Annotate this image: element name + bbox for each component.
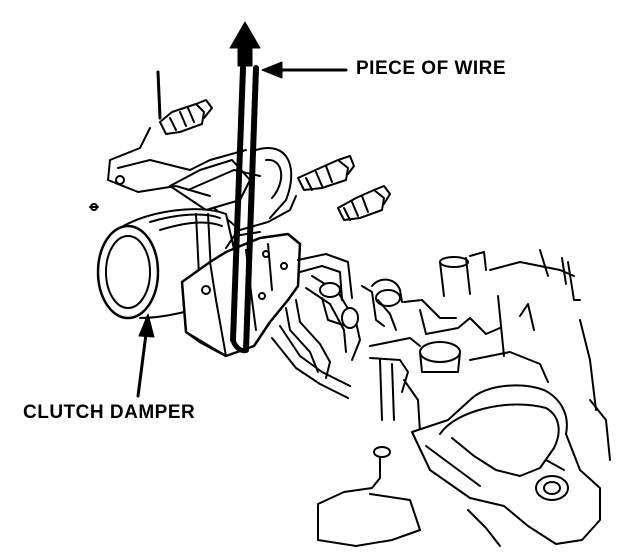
- transmission-mount: [317, 384, 611, 547]
- bolt-upper-left: [159, 99, 213, 135]
- bolt-upper-right: [297, 155, 355, 191]
- piece-of-wire: [230, 65, 259, 354]
- fluid-line: [271, 253, 361, 399]
- engine-components: [361, 249, 597, 433]
- bolt-lower-right: [337, 185, 391, 221]
- wire-leader-arrow: [261, 61, 348, 79]
- upper-bracket: [89, 70, 297, 231]
- up-arrow-icon: [229, 21, 261, 67]
- clutch-damper-label: CLUTCH DAMPER: [23, 402, 196, 423]
- damper-leader-arrow: [136, 313, 155, 398]
- piece-of-wire-label: PIECE OF WIRE: [356, 58, 507, 79]
